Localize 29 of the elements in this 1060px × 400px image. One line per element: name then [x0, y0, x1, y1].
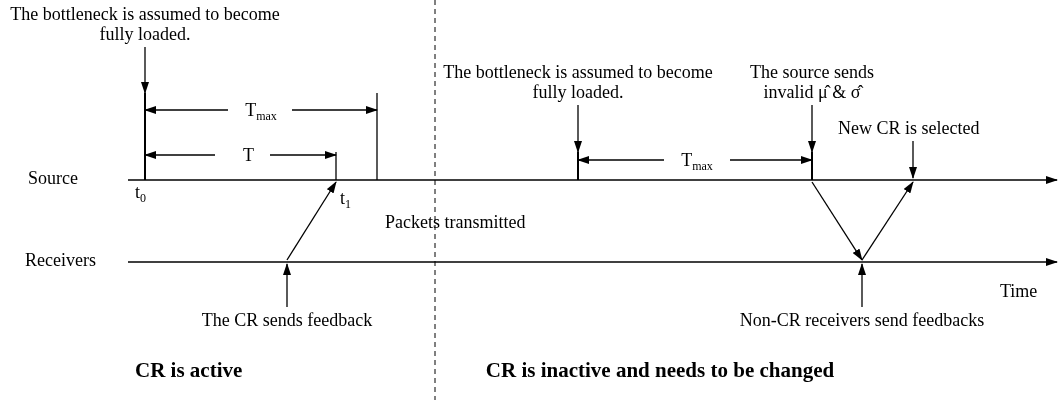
dimension-label: T$_{max}$: [245, 100, 277, 125]
annotation-text: The CR sends feedback: [201, 310, 373, 330]
axis-label: Time: [1000, 281, 1038, 301]
annotation-text: The source sends invalid μ̂ & σ̂: [737, 62, 887, 102]
section-heading: CR is inactive and needs to be changed: [485, 357, 835, 383]
tick-mark: [811, 152, 813, 180]
row-label: Source: [28, 168, 78, 188]
section-heading: CR is active: [135, 357, 243, 383]
message-arrow: [286, 181, 337, 261]
row-label: Receivers: [25, 250, 96, 270]
tick-mark: [144, 93, 146, 180]
tick-mark: [577, 152, 579, 180]
annotation-text: Non-CR receivers send feedbacks: [739, 310, 985, 330]
annotation-text: The bottleneck is assumed to become fully loaded.: [10, 4, 280, 44]
leader-arrow: [574, 104, 582, 153]
leader-arrow: [141, 46, 149, 94]
time-label: t$_{0}$: [135, 182, 146, 207]
time-label: t$_{1}$: [340, 188, 351, 213]
annotation-text: New CR is selected: [838, 118, 980, 138]
annotation-text: The bottleneck is assumed to become fully loaded.: [443, 62, 713, 102]
message-arrow: [861, 181, 914, 261]
message-arrow: [811, 181, 863, 261]
note-text: Packets transmitted: [385, 212, 526, 232]
dimension-label: T$_{max}$: [681, 150, 713, 175]
leader-arrow: [283, 263, 291, 308]
leader-arrow: [909, 140, 917, 179]
dimension-label: T: [243, 145, 254, 165]
leader-arrow: [858, 263, 866, 308]
leader-arrow: [808, 104, 816, 153]
